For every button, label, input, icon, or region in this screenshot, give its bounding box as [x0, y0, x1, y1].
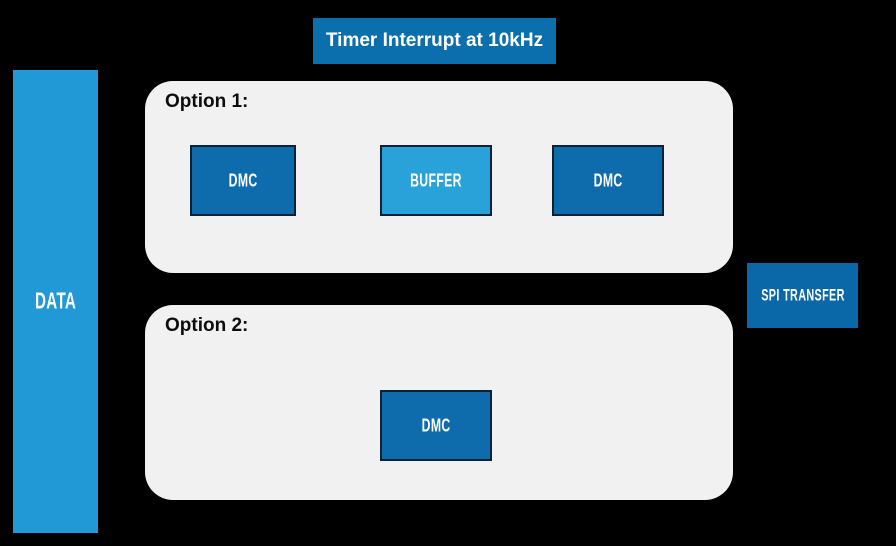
data-bar-label: DATA — [34, 288, 77, 314]
option2-dmc-node-label: DMC — [421, 414, 451, 436]
spi-transfer-label: SPI TRANSFER — [760, 286, 845, 305]
title-label: Timer Interrupt at 10kHz — [325, 30, 544, 51]
option2-label: Option 2: — [165, 315, 249, 336]
spi-transfer-box: SPI TRANSFER — [747, 263, 858, 328]
option2-dmc-node: DMC — [380, 390, 492, 461]
data-bar: DATA — [13, 70, 98, 533]
option1-dmc-node-1-label: DMC — [228, 169, 258, 191]
option1-buffer-node: BUFFER — [380, 145, 492, 216]
option1-dmc-node-2: DMC — [552, 145, 664, 216]
option1-label: Option 1: — [165, 91, 249, 112]
title-box: Timer Interrupt at 10kHz — [313, 18, 556, 64]
option1-dmc-node-1: DMC — [190, 145, 296, 216]
option1-buffer-node-label: BUFFER — [410, 169, 462, 191]
option1-dmc-node-2-label: DMC — [593, 169, 623, 191]
